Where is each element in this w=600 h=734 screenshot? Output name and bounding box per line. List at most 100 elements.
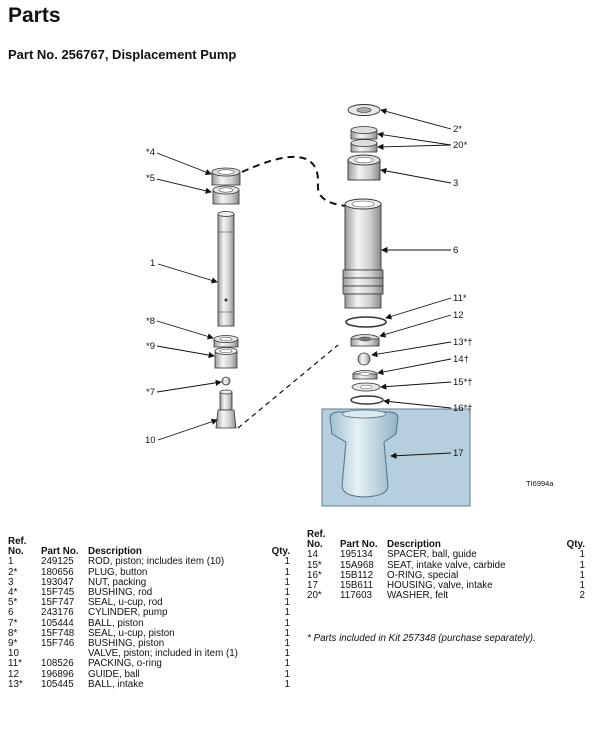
cell-desc: NUT, packing bbox=[88, 576, 147, 588]
cell-part: 105445 bbox=[41, 678, 74, 690]
part-1-piston-rod bbox=[217, 211, 235, 327]
cell-qty: 1 bbox=[284, 648, 290, 660]
part-10-piston-valve bbox=[215, 389, 237, 429]
part-14-ball-guide-spacer bbox=[352, 370, 378, 380]
cell-ref: 16* bbox=[307, 569, 322, 581]
cell-desc: HOUSING, valve, intake bbox=[387, 580, 493, 592]
callout-11: 11* bbox=[453, 293, 467, 304]
cell-ref: 13* bbox=[8, 678, 23, 690]
cell-part: 193047 bbox=[41, 576, 74, 588]
cell-desc: BALL, piston bbox=[88, 617, 144, 629]
cell-ref: 1 bbox=[8, 556, 14, 568]
page-subtitle: Part No. 256767, Displacement Pump bbox=[8, 47, 237, 62]
assembly-dashed-line bbox=[237, 344, 339, 429]
cell-desc: BUSHING, rod bbox=[88, 587, 153, 599]
callout-12: 12 bbox=[453, 310, 464, 321]
cell-ref: 3 bbox=[8, 576, 14, 588]
cell-part: 243176 bbox=[41, 607, 74, 619]
cell-qty: 1 bbox=[579, 569, 585, 581]
cell-ref: 14 bbox=[307, 549, 318, 561]
cell-part: 15A968 bbox=[340, 559, 374, 571]
cell-part: 15F745 bbox=[41, 587, 75, 599]
callout-1: 1 bbox=[150, 258, 155, 269]
cell-ref: 10 bbox=[8, 648, 19, 660]
cell-qty: 1 bbox=[284, 668, 290, 680]
cell-desc: O-RING, special bbox=[387, 569, 459, 581]
drawing-id: TI6994a bbox=[526, 479, 554, 488]
cell-desc: PACKING, o-ring bbox=[88, 658, 162, 670]
cell-ref: 6 bbox=[8, 607, 14, 619]
cell-qty: 1 bbox=[579, 580, 585, 592]
header-qty: Qty. bbox=[566, 539, 585, 551]
cell-qty: 1 bbox=[284, 566, 290, 578]
cell-part: 117603 bbox=[340, 590, 372, 602]
cell-part: 15F746 bbox=[41, 638, 75, 650]
cell-part: 249125 bbox=[41, 556, 74, 568]
callout-17: 17 bbox=[453, 448, 464, 459]
cell-part: 195134 bbox=[340, 549, 373, 561]
part-20-felt-washers bbox=[350, 126, 378, 153]
cell-desc: BUSHING, piston bbox=[88, 638, 165, 650]
cell-ref: 11* bbox=[8, 658, 22, 670]
callout-15: 15*† bbox=[453, 377, 473, 388]
part-2-button-plug bbox=[347, 104, 381, 116]
part-4-rod-bushing bbox=[211, 167, 241, 186]
cell-qty: 1 bbox=[284, 627, 290, 639]
assembly-dashed-line bbox=[241, 155, 351, 208]
header-qty: Qty. bbox=[271, 546, 290, 558]
cell-desc: WASHER, felt bbox=[387, 590, 449, 602]
callout-2: 2* bbox=[453, 124, 462, 135]
cell-part: 15B112 bbox=[340, 569, 374, 581]
callout-16: 16*† bbox=[453, 403, 473, 414]
part-5-rod-seal bbox=[212, 185, 240, 205]
cell-part: 180656 bbox=[41, 566, 74, 578]
cell-part: 15B611 bbox=[340, 580, 374, 592]
callout-8: *8 bbox=[146, 316, 155, 327]
header-ref: Ref.No. bbox=[307, 529, 326, 551]
cell-ref: 4* bbox=[8, 587, 18, 599]
callout-4: *4 bbox=[146, 147, 155, 158]
callout-20: 20* bbox=[453, 140, 468, 151]
part-11-o-ring-packing bbox=[345, 316, 387, 328]
callout-9: *9 bbox=[146, 341, 155, 352]
cell-qty: 1 bbox=[284, 607, 290, 619]
part-17-intake-valve-housing bbox=[329, 409, 399, 498]
cell-qty: 1 bbox=[284, 678, 290, 690]
cell-qty: 1 bbox=[579, 549, 585, 561]
cell-qty: 1 bbox=[284, 617, 290, 629]
header-part-no: Part No. bbox=[41, 546, 79, 558]
part-12-ball-guide bbox=[350, 334, 380, 347]
table-row: 16* 15B112 O-RING, special 1 bbox=[307, 569, 585, 581]
callout-14: 14† bbox=[453, 354, 469, 365]
callout-3: 3 bbox=[453, 178, 458, 189]
cell-qty: 1 bbox=[284, 576, 290, 588]
part-13-intake-ball bbox=[357, 352, 371, 366]
exploded-parts-diagram: *4 *5 1 *8 *9 *7 10 2* 20* 3 6 11* 12 13… bbox=[145, 104, 554, 507]
cell-part: 105444 bbox=[41, 617, 74, 629]
cell-ref: 15* bbox=[307, 559, 322, 571]
part-3-packing-nut bbox=[347, 154, 381, 181]
cell-desc: VALVE, piston; included in item (1) bbox=[88, 648, 238, 660]
callout-5: *5 bbox=[146, 173, 155, 184]
table-header-row: Ref.No. Part No. Description Qty. bbox=[307, 529, 585, 551]
header-part-no: Part No. bbox=[340, 539, 378, 551]
page-title: Parts bbox=[8, 4, 61, 27]
part-8-piston-seal bbox=[213, 335, 239, 348]
part-6-pump-cylinder bbox=[342, 198, 384, 309]
cell-desc: ROD, piston; includes item (10) bbox=[88, 556, 225, 568]
cell-part: 108526 bbox=[41, 658, 74, 670]
